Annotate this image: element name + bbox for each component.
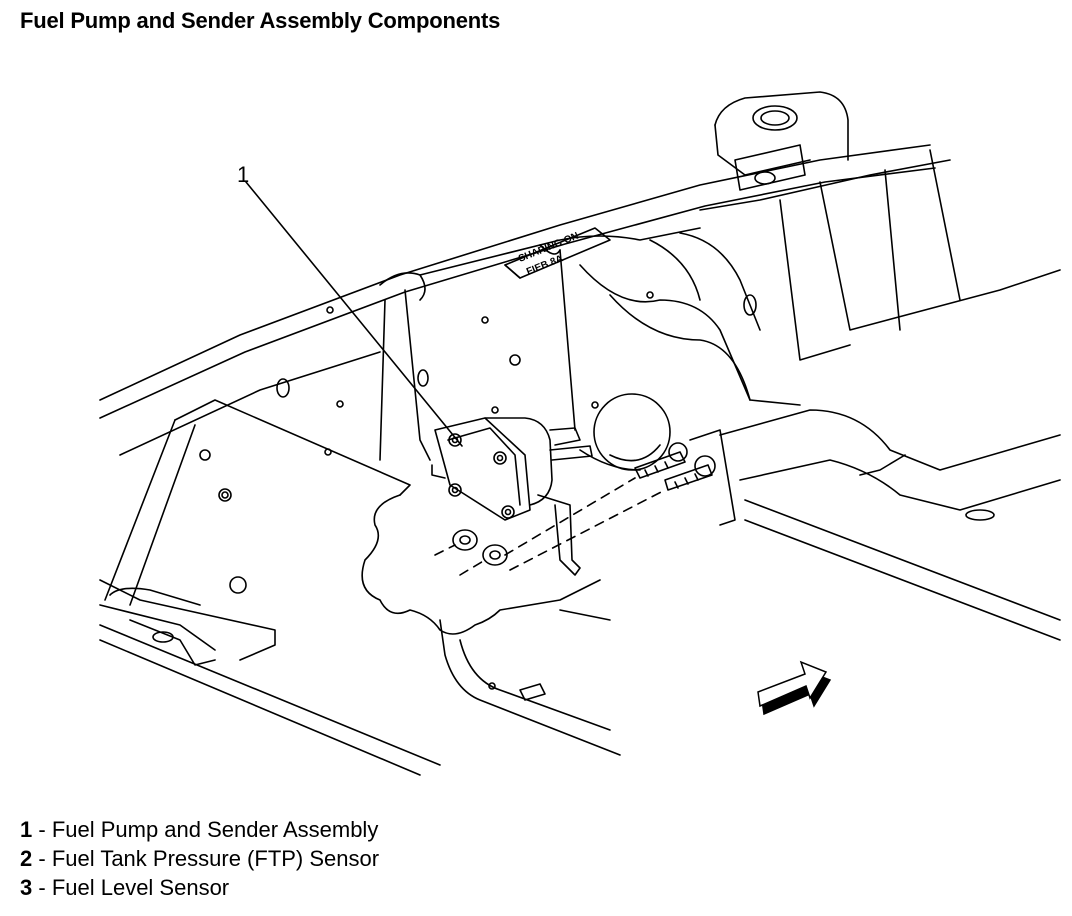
left-bracket — [104, 291, 757, 606]
legend: 1 - Fuel Pump and Sender Assembly 2 - Fu… — [20, 815, 379, 902]
legend-item-separator: - — [32, 875, 52, 900]
assembly-lines — [434, 477, 666, 576]
cutaway-outline — [361, 494, 601, 635]
legend-item-number: 3 — [20, 875, 33, 900]
legend-item-separator: - — [32, 817, 52, 842]
frame-rail-lower-center — [439, 609, 621, 756]
mounting-studs — [634, 429, 736, 526]
crossmember-opening — [579, 393, 671, 471]
legend-item-separator: - — [32, 846, 52, 871]
legend-item-number: 2 — [20, 846, 33, 871]
upper-mount — [714, 91, 849, 191]
frame-rail-upper — [99, 144, 1061, 456]
callout-number-1: 1 — [237, 162, 249, 187]
mounting-nuts — [452, 529, 508, 566]
crossmember — [379, 227, 801, 461]
legend-item: 3 - Fuel Level Sensor — [20, 873, 379, 902]
legend-item: 1 - Fuel Pump and Sender Assembly — [20, 815, 379, 844]
frame-rail-right — [719, 409, 1061, 641]
legend-item-label: Fuel Level Sensor — [51, 875, 230, 900]
page-title: Fuel Pump and Sender Assembly Components — [20, 8, 501, 33]
legend-item-number: 1 — [20, 817, 33, 842]
frame-rail-lower-left — [99, 579, 441, 776]
ftp-sensor-assembly — [431, 417, 593, 576]
forward-arrow-icon — [757, 660, 832, 716]
legend-item-label: Fuel Pump and Sender Assembly — [51, 817, 379, 842]
legend-item-label: Fuel Tank Pressure (FTP) Sensor — [51, 846, 380, 871]
callout-leader-1 — [245, 181, 463, 447]
legend-item: 2 - Fuel Tank Pressure (FTP) Sensor — [20, 844, 379, 873]
